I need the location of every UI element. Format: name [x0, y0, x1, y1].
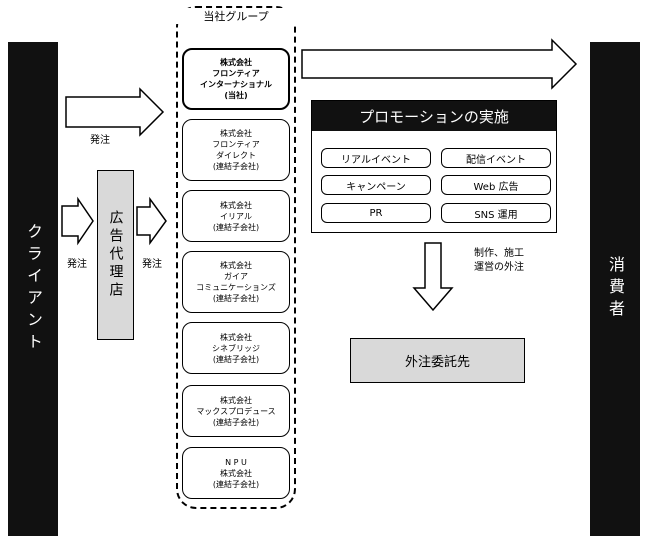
company-line: 株式会社	[220, 468, 252, 478]
arrow-group-to-consumer	[301, 38, 578, 90]
order-label-middle: 発注	[142, 259, 162, 270]
outsource-note-line: 制作、施工	[474, 248, 524, 259]
arrow-client-to-agency	[61, 196, 94, 246]
order-label-left: 発注	[67, 259, 87, 270]
company-line: (連結子会社)	[212, 162, 260, 171]
arrow-client-to-group	[65, 87, 165, 137]
company-npu: N P U 株式会社 (連結子会社)	[182, 447, 290, 499]
order-label-top: 発注	[90, 135, 110, 146]
company-frontier-international: 株式会社 フロンティア インターナショナル (当社)	[182, 48, 290, 110]
promotion-item: SNS 運用	[441, 203, 551, 223]
company-cinebridge: 株式会社 シネブリッジ (連結子会社)	[182, 322, 290, 374]
company-max-produce: 株式会社 マックスプロデュース (連結子会社)	[182, 385, 290, 437]
company-line: 株式会社	[220, 261, 252, 270]
company-line: (連結子会社)	[212, 222, 260, 232]
arrow-down-to-outsource	[412, 242, 454, 312]
company-line: (連結子会社)	[212, 294, 260, 303]
outsource-box: 外注委託先	[350, 338, 525, 383]
company-line: インターナショナル	[200, 80, 272, 89]
agency-box: 広告代理店	[97, 170, 134, 340]
client-bar: クライアント	[8, 42, 58, 536]
company-line: イリアル	[220, 211, 252, 221]
outsource-note: 制作、施工 運営の外注	[474, 247, 524, 275]
promotion-item: 配信イベント	[441, 148, 551, 168]
group-title: 当社グループ	[176, 8, 296, 24]
company-line: 株式会社	[220, 395, 252, 405]
consumer-bar: 消費者	[590, 42, 640, 536]
company-frontier-direct: 株式会社 フロンティア ダイレクト (連結子会社)	[182, 119, 290, 181]
company-line: コミュニケーションズ	[196, 283, 276, 292]
company-line: (連結子会社)	[212, 417, 260, 427]
company-line: 株式会社	[220, 332, 252, 342]
company-line: (当社)	[224, 91, 248, 100]
company-irial: 株式会社 イリアル (連結子会社)	[182, 190, 290, 242]
company-gaia-communications: 株式会社 ガイア コミュニケーションズ (連結子会社)	[182, 251, 290, 313]
company-line: マックスプロデュース	[196, 406, 276, 416]
company-line: ガイア	[224, 272, 248, 281]
promotion-item: PR	[321, 203, 431, 223]
company-line: フロンティア	[212, 69, 260, 78]
promotion-title: プロモーションの実施	[312, 101, 556, 131]
arrow-agency-to-group	[136, 196, 167, 246]
company-line: N P U	[225, 457, 247, 467]
company-line: シネブリッジ	[212, 343, 260, 353]
promotion-panel: プロモーションの実施 リアルイベント 配信イベント キャンペーン Web 広告 …	[311, 100, 557, 233]
company-line: 株式会社	[220, 58, 252, 67]
company-line: フロンティア	[212, 140, 260, 149]
group-container	[176, 6, 296, 509]
promotion-item: キャンペーン	[321, 175, 431, 195]
company-line: ダイレクト	[216, 151, 256, 160]
outsource-label: 外注委託先	[404, 355, 470, 370]
consumer-label: 消費者	[606, 256, 625, 322]
company-line: (連結子会社)	[212, 354, 260, 364]
client-label: クライアント	[24, 223, 43, 355]
company-line: 株式会社	[220, 200, 252, 210]
company-line: (連結子会社)	[212, 479, 260, 489]
outsource-note-line: 運営の外注	[474, 262, 524, 273]
promotion-item: Web 広告	[441, 175, 551, 195]
company-line: 株式会社	[220, 129, 252, 138]
promotion-item: リアルイベント	[321, 148, 431, 168]
agency-label: 広告代理店	[107, 210, 124, 300]
